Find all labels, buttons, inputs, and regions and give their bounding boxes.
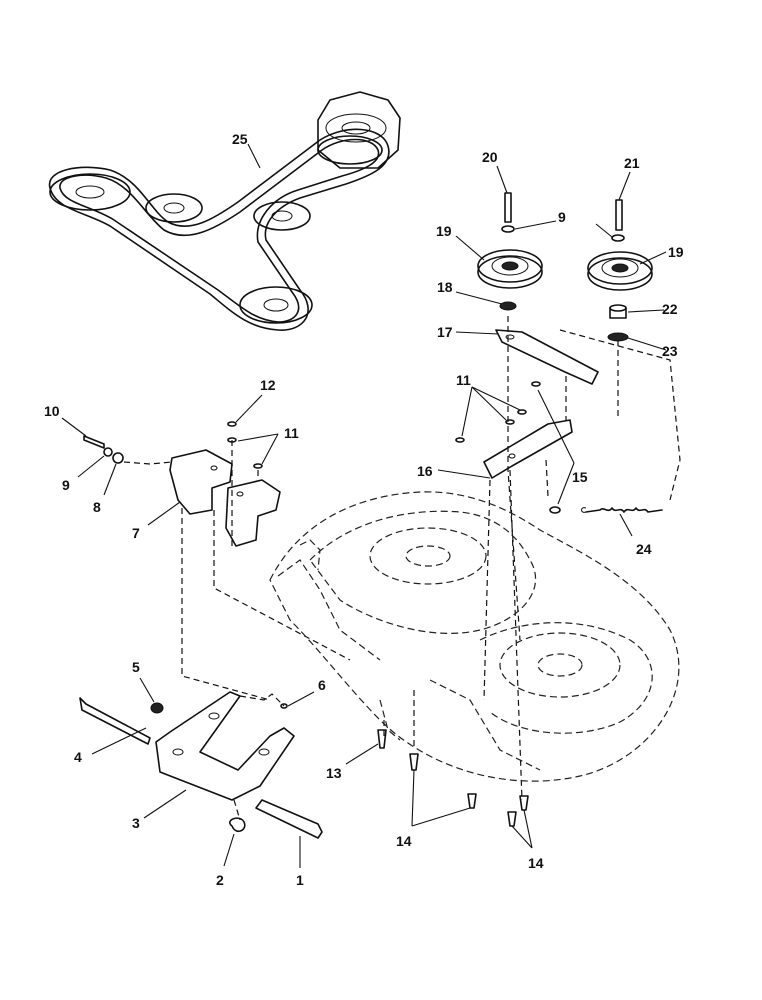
callout-6: 6	[318, 677, 326, 693]
callout-17: 17	[437, 324, 453, 340]
callout-13: 13	[326, 765, 342, 781]
belt-25	[48, 91, 401, 331]
callout-11-right: 11	[456, 372, 471, 388]
callout-25: 25	[232, 131, 248, 147]
callout-4: 4	[74, 749, 82, 765]
idler-assembly	[455, 192, 681, 801]
leader-lines	[61, 143, 667, 868]
callout-12: 12	[260, 377, 276, 393]
callout-1: 1	[296, 872, 304, 888]
callout-2: 2	[216, 872, 224, 888]
hanger-assembly	[79, 691, 323, 839]
callout-21: 21	[624, 155, 640, 171]
callout-9-upper: 9	[558, 209, 566, 225]
callout-8: 8	[93, 499, 101, 515]
callout-20: 20	[482, 149, 498, 165]
callout-5: 5	[132, 659, 140, 675]
callout-14-right: 14	[528, 855, 544, 871]
mower-deck	[269, 491, 680, 827]
callout-19-left: 19	[436, 223, 452, 239]
callout-18: 18	[437, 279, 453, 295]
callout-7: 7	[132, 525, 140, 541]
callout-3: 3	[132, 815, 140, 831]
callout-labels: 25 20 21 9 19 19 18 22 17 23 12 10 11 11…	[44, 131, 684, 888]
callout-19-right: 19	[668, 244, 684, 260]
callout-10: 10	[44, 403, 60, 419]
callout-14-left: 14	[396, 833, 412, 849]
callout-15: 15	[572, 469, 588, 485]
callout-23: 23	[662, 343, 678, 359]
brackets-7	[83, 421, 351, 701]
callout-11-left: 11	[284, 425, 299, 441]
callout-22: 22	[662, 301, 678, 317]
callout-16: 16	[417, 463, 433, 479]
callout-9-left: 9	[62, 477, 70, 493]
callout-24: 24	[636, 541, 652, 557]
